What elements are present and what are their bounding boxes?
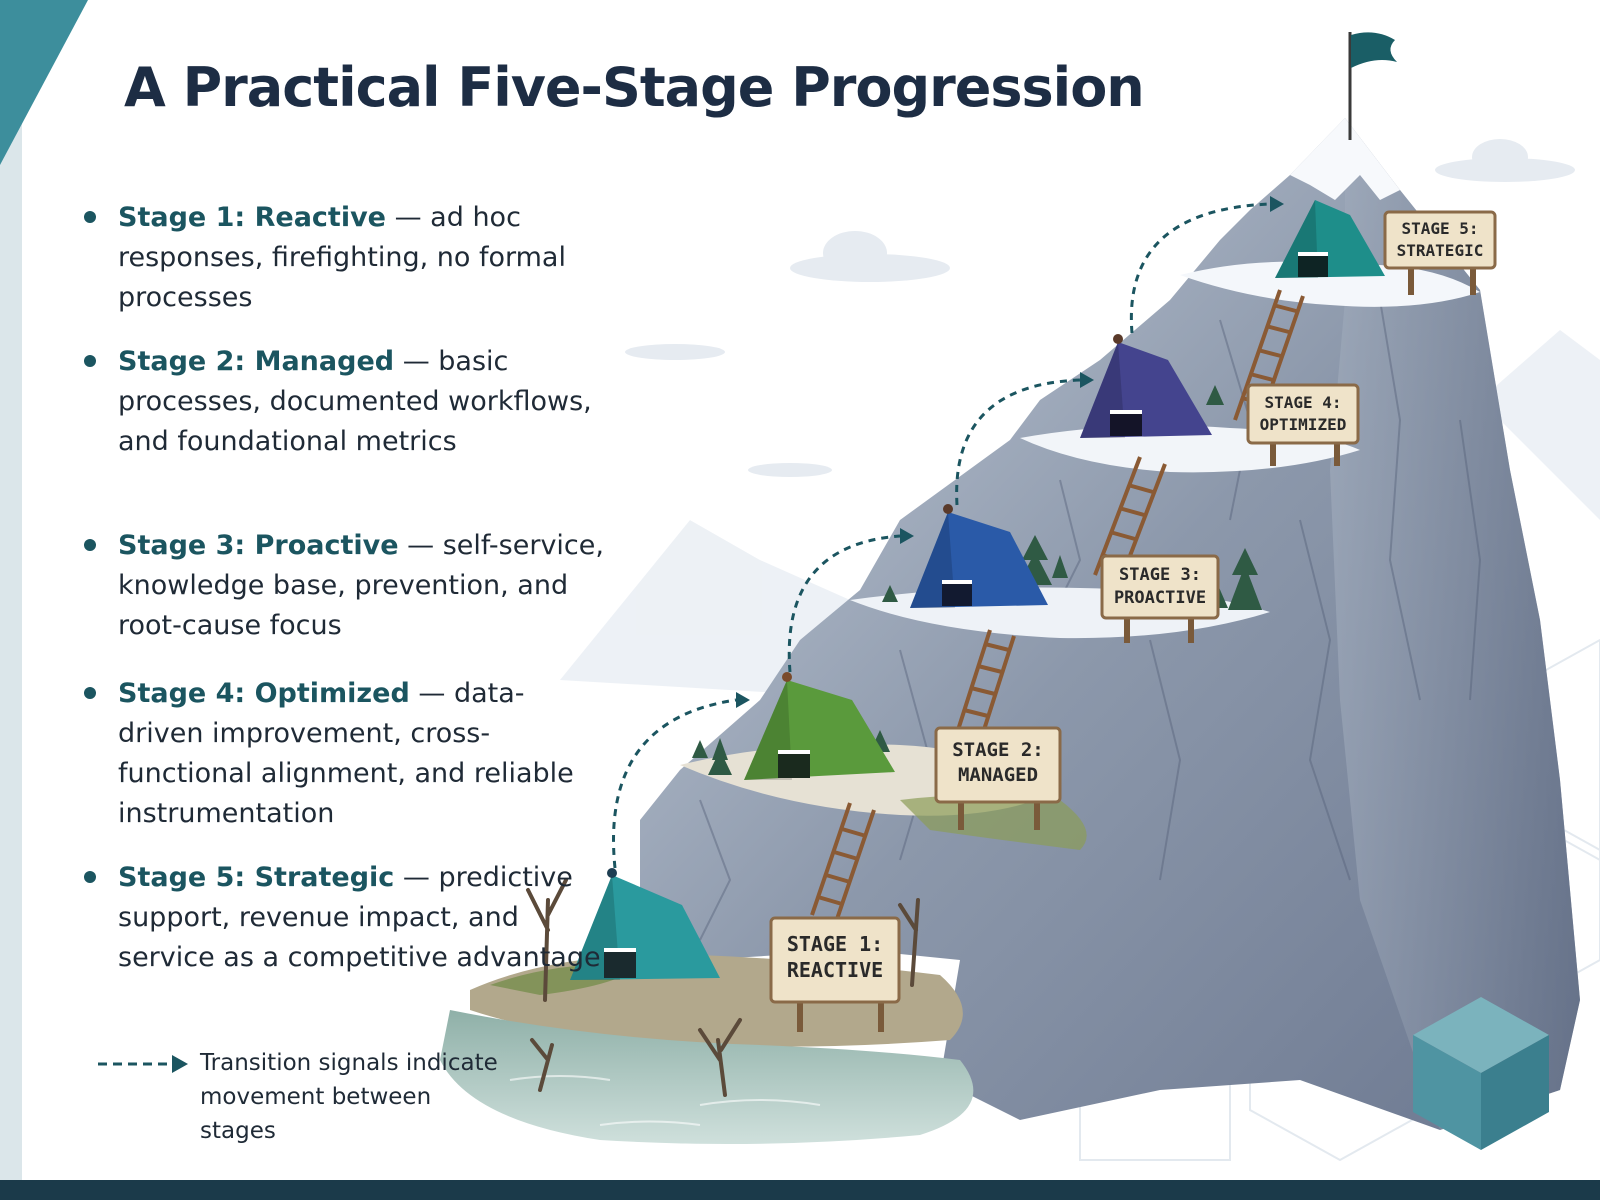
legend-arrow-icon (98, 1055, 188, 1073)
sign-label: STAGE 1: (787, 932, 883, 956)
sign-label: STAGE 2: (952, 739, 1044, 761)
stage-sign-3: STAGE 3: PROACTIVE (1100, 554, 1220, 643)
list-item: Stage 4: Optimized — data-driven improve… (84, 674, 604, 834)
list-item: Stage 5: Strategic — predictive support,… (84, 858, 604, 978)
stage-name: Stage 3: Proactive (118, 530, 399, 561)
cube-icon (1413, 997, 1549, 1150)
sign-label: OPTIMIZED (1260, 415, 1347, 434)
legend-text: Transition signals indicate movement bet… (200, 1050, 498, 1144)
list-item: Stage 2: Managed — basic processes, docu… (84, 342, 604, 462)
left-edge-band (0, 0, 22, 1180)
dashed-arrow-icon (612, 202, 1271, 869)
dead-trees (526, 878, 920, 1097)
page-title: A Practical Five-Stage Progression (124, 56, 1145, 119)
sign-label: REACTIVE (787, 958, 883, 982)
bullet-icon (84, 871, 96, 883)
sign-label: STAGE 5: (1401, 219, 1478, 238)
bullet-icon (84, 211, 96, 223)
tent-icon (570, 200, 1385, 980)
corner-accent (0, 0, 88, 165)
stage-sign-1: STAGE 1: REACTIVE (769, 916, 901, 1032)
stage-name: Stage 5: Strategic (118, 862, 395, 893)
sign-label: STAGE 4: (1264, 393, 1341, 412)
stage-sign-2: STAGE 2: MANAGED (934, 726, 1062, 830)
sign-label: STRATEGIC (1397, 241, 1484, 260)
list-item: Stage 1: Reactive — ad hoc responses, fi… (84, 198, 604, 318)
stage-sign-4: STAGE 4: OPTIMIZED (1246, 383, 1360, 466)
stage-description: — self-service, knowledge base, preventi… (118, 530, 604, 641)
stage-name: Stage 1: Reactive (118, 202, 386, 233)
list-item: Stage 3: Proactive — self-service, knowl… (84, 526, 604, 646)
bottom-bar (0, 1180, 1600, 1200)
flag-icon (1348, 32, 1397, 140)
stage-description: — predictive support, revenue impact, an… (118, 862, 601, 973)
mountain (440, 118, 1580, 1144)
sign-label: STAGE 3: (1119, 565, 1201, 585)
sign-label: PROACTIVE (1114, 588, 1206, 608)
arrowheads (736, 196, 1284, 708)
clouds (625, 139, 1575, 477)
stage-description: — ad hoc responses, firefighting, no for… (118, 202, 566, 313)
stage-description: — data-driven improvement, cross-functio… (118, 678, 574, 829)
stage-description: — basic processes, documented workflows,… (118, 346, 592, 457)
bullet-icon (84, 355, 96, 367)
stage-name: Stage 4: Optimized (118, 678, 410, 709)
bullet-icon (84, 687, 96, 699)
sign-label: MANAGED (958, 764, 1038, 786)
stage-sign-5: STAGE 5: STRATEGIC (1383, 210, 1497, 295)
bullet-icon (84, 539, 96, 551)
stage-name: Stage 2: Managed (118, 346, 395, 377)
